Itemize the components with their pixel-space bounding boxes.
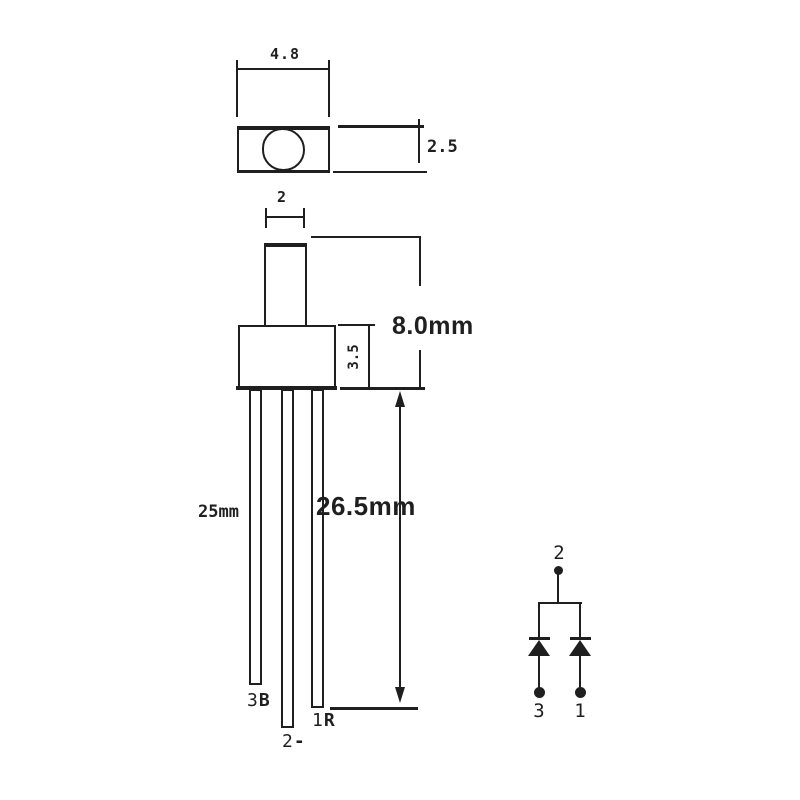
pin-3-tag: B: [258, 690, 271, 711]
lead-span-dim-label: 26.5mm: [316, 491, 416, 521]
schematic-left-pin-label: 3: [533, 700, 545, 722]
side-view-package-body: [238, 325, 336, 387]
schematic-common-stem: [557, 572, 559, 604]
schematic-common-pin-label: 2: [553, 542, 565, 564]
top-view-width-dim-label: 4.8: [269, 45, 301, 63]
side-view-lens-body: [264, 243, 307, 327]
schematic-right-terminal-dot: [575, 687, 586, 698]
overall-height-dim-line-upper: [419, 236, 421, 286]
pin-label-3: 3B: [247, 690, 271, 711]
side-view-base-ref-line: [340, 387, 425, 390]
top-view-height-ext-bottom: [333, 171, 427, 173]
body-height-dim-line: [368, 324, 370, 388]
top-view-height-ext-top: [338, 125, 424, 128]
overall-height-ext-top: [311, 236, 421, 238]
schematic-left-wire-upper: [538, 602, 540, 639]
side-view-lens-dim-line: [266, 216, 305, 218]
schematic-left-diode-triangle: [528, 640, 550, 656]
lead-span-ref-line-bottom: [330, 707, 418, 710]
side-view-lens-tick-right: [303, 208, 305, 228]
lead-pin-1: [311, 389, 324, 708]
body-height-tick-top: [338, 324, 375, 326]
pin-1-number: 1: [312, 710, 324, 731]
side-view-lens-tick-left: [265, 208, 267, 228]
body-height-dim-label: 3.5: [346, 344, 362, 370]
schematic-left-terminal-dot: [534, 687, 545, 698]
lead-length-dim-label: 25mm: [198, 502, 239, 522]
schematic-right-wire-upper: [579, 602, 581, 639]
pin-1-tag: R: [323, 710, 336, 731]
pin-2-tag: -: [293, 731, 306, 752]
top-view-width-dim-line: [237, 68, 330, 70]
pin-label-2: 2-: [282, 731, 306, 752]
schematic-right-pin-label: 1: [574, 700, 586, 722]
schematic-left-cathode-bar: [529, 637, 550, 640]
overall-height-dim-label: 8.0mm: [392, 312, 474, 340]
pin-2-number: 2: [282, 731, 294, 752]
schematic-left-wire-lower: [538, 654, 540, 688]
schematic-junction-bar: [538, 602, 582, 604]
lead-span-dim-line: [399, 395, 401, 693]
overall-height-dim-line-lower: [419, 350, 421, 388]
lead-pin-2: [281, 389, 294, 728]
lead-span-arrow-up: [395, 391, 405, 407]
top-view-width-ext-right: [328, 60, 330, 117]
pin-3-number: 3: [247, 690, 259, 711]
schematic-right-diode-triangle: [569, 640, 591, 656]
schematic-common-terminal-dot: [554, 566, 563, 575]
side-view-body-bottom-line: [236, 386, 337, 390]
top-view-height-dim-label: 2.5: [427, 137, 458, 157]
lead-pin-3: [249, 389, 262, 685]
pin-label-1: 1R: [312, 710, 336, 731]
side-view-lens-width-label: 2: [276, 188, 288, 206]
top-view-width-ext-left: [236, 60, 238, 117]
schematic-right-cathode-bar: [570, 637, 591, 640]
top-view-lens-circle: [262, 128, 305, 171]
lead-span-arrow-down: [395, 687, 405, 703]
schematic-right-wire-lower: [579, 654, 581, 688]
top-view-height-dim-line: [418, 119, 420, 163]
